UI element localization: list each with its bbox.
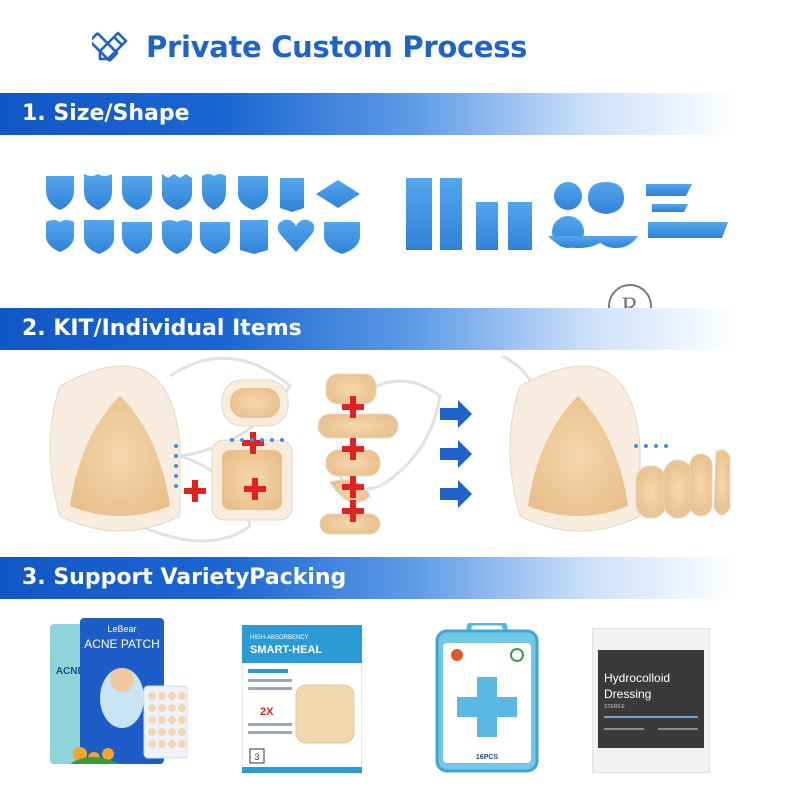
shield-shape [46, 220, 74, 252]
shield-shape [46, 176, 74, 210]
acne-patch-package: ACNE LeBear ACNE PATCH [50, 618, 189, 768]
oval-dressing [221, 379, 289, 427]
shield-shape [84, 220, 114, 254]
section-title-size-shape: 1. Size/Shape [22, 101, 190, 126]
shield-shape [324, 222, 360, 254]
section-band-kit-items: 2. KIT/Individual Items [0, 308, 800, 350]
shield-shape [238, 176, 268, 210]
first-aid-kit-box: 16PCS [435, 620, 540, 773]
plus-icon [184, 396, 364, 522]
large-triangle-dressing [49, 365, 181, 532]
patch-shapes-gallery [46, 174, 728, 254]
combined-kit-dressing [509, 365, 731, 532]
strip-shape [406, 178, 432, 250]
drop-shape [588, 182, 624, 214]
page-title: Private Custom Process [146, 30, 528, 64]
svg-text:ACNE PATCH: ACNE PATCH [84, 637, 160, 651]
svg-text:STERILE: STERILE [604, 704, 626, 710]
svg-text:HIGH-ABSORBENCY: HIGH-ABSORBENCY [250, 635, 309, 641]
shield-shape [200, 222, 230, 254]
trapezoid-shape [646, 184, 692, 196]
shield-shape [202, 174, 226, 210]
strip-shape [440, 178, 462, 250]
svg-text:LeBear: LeBear [107, 624, 136, 634]
svg-text:ACNE: ACNE [56, 666, 85, 677]
heart-shape [277, 219, 315, 252]
wing-shape [548, 236, 608, 248]
svg-text:2X: 2X [260, 706, 274, 718]
shield-shape [240, 220, 268, 254]
trapezoid-shape [648, 222, 728, 238]
svg-text:Hydrocolloid: Hydrocolloid [604, 671, 670, 685]
svg-text:SMART-HEAL: SMART-HEAL [250, 644, 322, 656]
trapezoid-shape [652, 204, 688, 212]
page-header: Private Custom Process [92, 24, 527, 70]
section-title-packing: 3. Support VarietyPacking [22, 565, 347, 590]
hydrocolloid-dressing-pouch: Hydrocolloid Dressing STERILE [591, 627, 711, 774]
svg-text:16PCS: 16PCS [476, 754, 499, 761]
circle-shape [554, 182, 582, 210]
shield-shape [162, 220, 192, 254]
strip-shape [476, 202, 498, 250]
kit-items-illustration [49, 356, 731, 543]
wing-shape [594, 236, 638, 248]
shield-shape [84, 174, 112, 210]
section-band-packing: 3. Support VarietyPacking [0, 557, 800, 599]
strip-shape [508, 202, 532, 250]
shield-shape [122, 222, 152, 254]
svg-text:3: 3 [254, 752, 259, 762]
arrow-right-icon [440, 400, 472, 508]
smart-heal-box: HIGH-ABSORBENCY SMART-HEAL 2X 3 [241, 624, 363, 774]
shield-shape [162, 174, 192, 210]
section-title-kit-items: 2. KIT/Individual Items [22, 316, 302, 341]
pentagon-shape [280, 178, 304, 212]
svg-text:Dressing: Dressing [604, 687, 651, 701]
shield-shape [122, 176, 152, 210]
pencil-ruler-icon [92, 31, 128, 62]
diamond-shape [316, 180, 360, 208]
section-band-size-shape: 1. Size/Shape [0, 93, 800, 135]
